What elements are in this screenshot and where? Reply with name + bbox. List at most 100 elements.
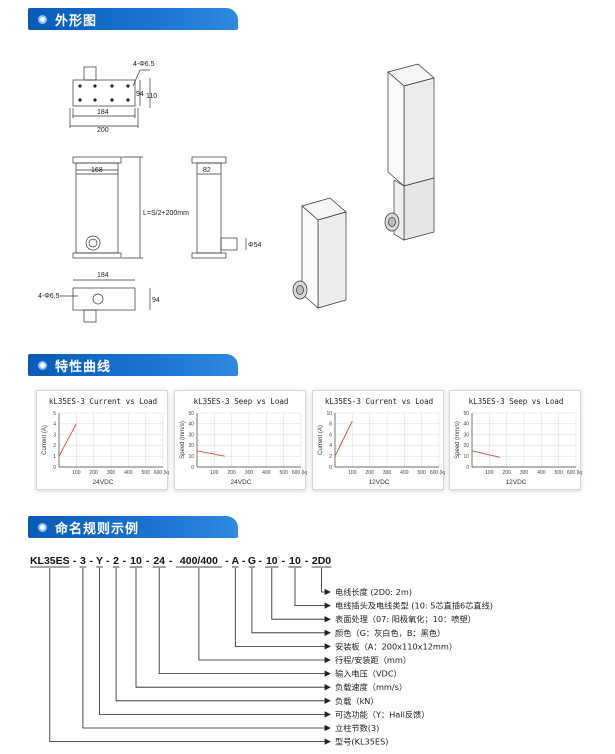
chart-caption: 24VDC	[231, 479, 252, 486]
dim-label: 200	[97, 127, 109, 134]
series-line	[196, 450, 225, 457]
y-tick-label: 10	[463, 454, 469, 460]
legend-item: 行程/安装距（mm）	[335, 655, 411, 665]
arrow-head	[324, 670, 331, 677]
y-tick-label: 0	[329, 465, 332, 471]
y-tick-label: 10	[326, 411, 332, 417]
code-separator: -	[73, 555, 77, 567]
series-line	[334, 420, 353, 457]
y-tick-label: 4	[53, 422, 56, 428]
leader-line	[321, 568, 326, 593]
y-axis-label: Current (A)	[318, 425, 324, 455]
dim-label: 94	[136, 91, 144, 98]
leader-line	[234, 568, 326, 647]
leader-line	[271, 568, 326, 620]
section-title-outline: 外形图	[55, 13, 98, 29]
section-title-naming: 命名规则示例	[55, 521, 140, 537]
dim-label: 82	[203, 167, 211, 174]
chart-title: kL35ES-3 Seep vs Load	[194, 397, 289, 406]
leader-line	[135, 568, 326, 688]
x-tick-label: 600 (kg)	[292, 470, 307, 476]
arrow-head	[324, 684, 331, 691]
x-tick-label: 300	[245, 470, 254, 476]
dim-label: 168	[91, 167, 103, 174]
code-segment: KL35ES	[30, 555, 70, 567]
x-tick-label: 300	[520, 470, 529, 476]
code-segment: G	[248, 555, 256, 567]
legend-item: 安装板（A：200x110x12mm）	[335, 641, 457, 651]
code-separator: -	[123, 555, 127, 567]
code-separator: -	[169, 555, 173, 567]
y-tick-label: 10	[188, 454, 194, 460]
series-line	[471, 450, 500, 458]
x-tick-label: 400	[124, 470, 133, 476]
leader-line	[49, 568, 326, 742]
chart-title: kL35ES-3 Current vs Load	[325, 397, 433, 406]
x-tick-label: 300	[107, 470, 116, 476]
y-tick-label: 40	[463, 422, 469, 428]
y-tick-label: 30	[188, 432, 194, 438]
y-tick-label: 50	[463, 411, 469, 417]
code-segment: 10	[130, 555, 142, 567]
x-tick-label: 200	[365, 470, 374, 476]
x-tick-label: 200	[89, 470, 98, 476]
y-tick-label: 2	[53, 443, 56, 449]
y-tick-label: 20	[463, 443, 469, 449]
x-tick-label: 500	[141, 470, 150, 476]
code-separator: -	[258, 555, 262, 567]
y-axis-label: Speed (mm/s)	[455, 421, 461, 459]
code-segment: 2	[113, 555, 119, 567]
legend-item: 可选功能（Y：Hall反馈）	[335, 709, 429, 719]
side-view-drawing	[191, 156, 247, 259]
y-tick-label: 2	[329, 454, 332, 460]
section-title-curves: 特性曲线	[55, 359, 112, 375]
y-tick-label: 40	[188, 422, 194, 428]
y-tick-label: 3	[53, 432, 56, 438]
legend-item: 型号(KL35ES)	[335, 737, 388, 747]
series-line	[58, 423, 77, 457]
y-tick-label: 8	[329, 422, 332, 428]
legend-item: 输入电压（VDC）	[335, 669, 402, 679]
dim-label: 184	[97, 109, 109, 116]
code-separator: -	[89, 555, 93, 567]
arrow-head	[324, 738, 331, 745]
chart-caption: 12VDC	[369, 479, 390, 486]
x-tick-label: 400	[262, 470, 271, 476]
legend-item: 负载（kN）	[335, 696, 379, 706]
x-tick-label: 600 (kg)	[430, 470, 445, 476]
code-separator: -	[225, 555, 229, 567]
chart-caption: 12VDC	[506, 479, 527, 486]
y-axis-label: Speed (mm/s)	[180, 421, 186, 459]
legend-item: 立柱节数(3)	[335, 723, 379, 733]
y-tick-label: 0	[191, 465, 194, 471]
x-tick-label: 100	[210, 470, 219, 476]
section-header-naming: 命名规则示例	[28, 516, 238, 538]
code-separator: -	[106, 555, 110, 567]
actuator-extended-3d	[384, 63, 435, 241]
legend-item: 表面处理（07: 阳极氧化；10：喷塑）	[335, 614, 476, 624]
code-segment: Y	[96, 555, 103, 567]
leader-line	[294, 568, 326, 606]
code-segment: 10	[289, 555, 301, 567]
dim-label: Φ54	[248, 242, 261, 249]
dim-label: 184	[97, 272, 109, 279]
chart-title: kL35ES-3 Seep vs Load	[469, 397, 564, 406]
actuator-retracted-3d	[292, 197, 347, 309]
code-segment: 2D0	[312, 555, 331, 567]
bullet-icon	[38, 522, 47, 532]
arrow-head	[324, 629, 331, 636]
arrow-head	[324, 643, 331, 650]
leader-line	[198, 568, 326, 661]
dim-label: 110	[146, 93, 157, 100]
code-segment: 24	[153, 555, 165, 567]
legend-item: 负载速度（mm/s）	[335, 682, 407, 692]
chart-title: kL35ES-3 Current vs Load	[49, 397, 157, 406]
leader-line	[82, 568, 326, 729]
dim-label: 4-Φ6.5	[38, 293, 60, 300]
